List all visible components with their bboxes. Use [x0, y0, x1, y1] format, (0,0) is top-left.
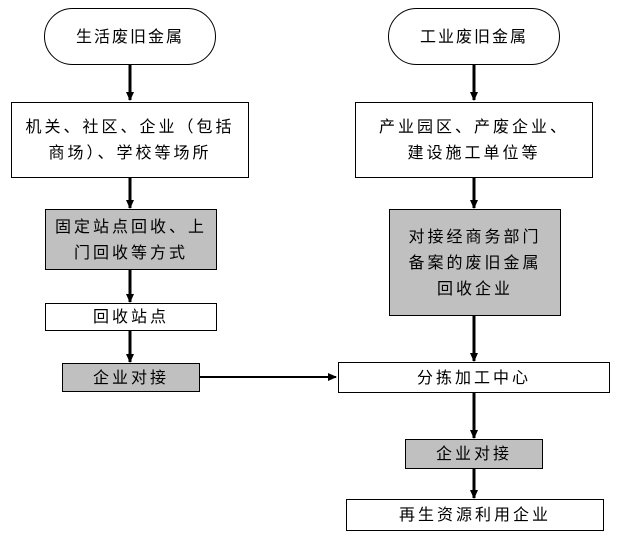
node-industrial-sources: 产业园区、产废企业、建设施工单位等: [355, 102, 593, 178]
node-industrial-scrap-label: 工业废旧金属: [419, 26, 528, 46]
node-recycling-methods: 固定站点回收、上门回收等方式: [45, 209, 217, 270]
node-recycling-station-label: 回收站点: [92, 307, 169, 326]
node-domestic-scrap: 生活废旧金属: [44, 8, 216, 65]
node-recycling-station: 回收站点: [45, 303, 217, 331]
node-domestic-scrap-label: 生活废旧金属: [75, 26, 184, 46]
node-filed-enterprises-label: 对接经商务部门备案的废旧金属回收企业: [408, 226, 542, 298]
node-enterprise-docking-right: 企业对接: [405, 439, 543, 469]
node-enterprise-docking-left: 企业对接: [62, 363, 200, 392]
node-filed-enterprises: 对接经商务部门备案的废旧金属回收企业: [389, 209, 561, 316]
node-industrial-scrap: 工业废旧金属: [388, 8, 560, 65]
node-sorting-center-label: 分拣加工中心: [416, 367, 531, 387]
node-industrial-sources-label: 产业园区、产废企业、建设施工单位等: [378, 117, 569, 162]
node-domestic-sources-label: 机关、社区、企业（包括商场）、学校等场所: [25, 117, 235, 162]
node-domestic-sources: 机关、社区、企业（包括商场）、学校等场所: [11, 102, 249, 178]
node-recycling-methods-label: 固定站点回收、上门回收等方式: [54, 216, 207, 262]
node-enterprise-docking-right-label: 企业对接: [435, 444, 512, 463]
node-sorting-center: 分拣加工中心: [338, 362, 610, 393]
node-renewable-enterprise-label: 再生资源利用企业: [398, 505, 551, 524]
node-enterprise-docking-left-label: 企业对接: [92, 367, 169, 387]
node-renewable-enterprise: 再生资源利用企业: [346, 499, 604, 531]
